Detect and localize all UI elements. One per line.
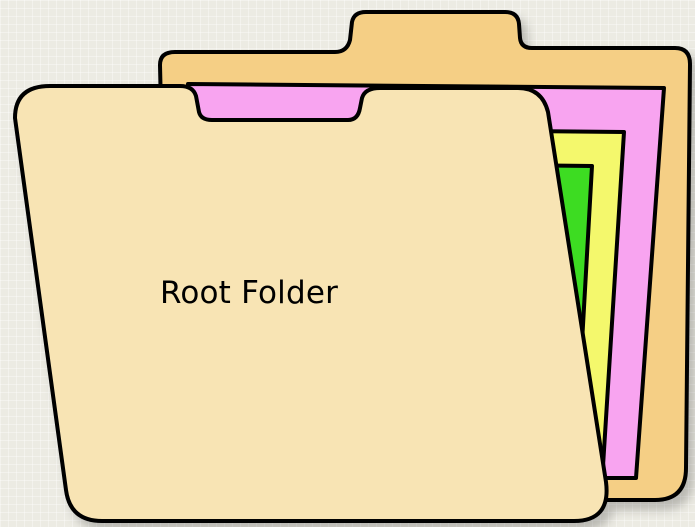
folder-label: Root Folder	[160, 275, 338, 311]
